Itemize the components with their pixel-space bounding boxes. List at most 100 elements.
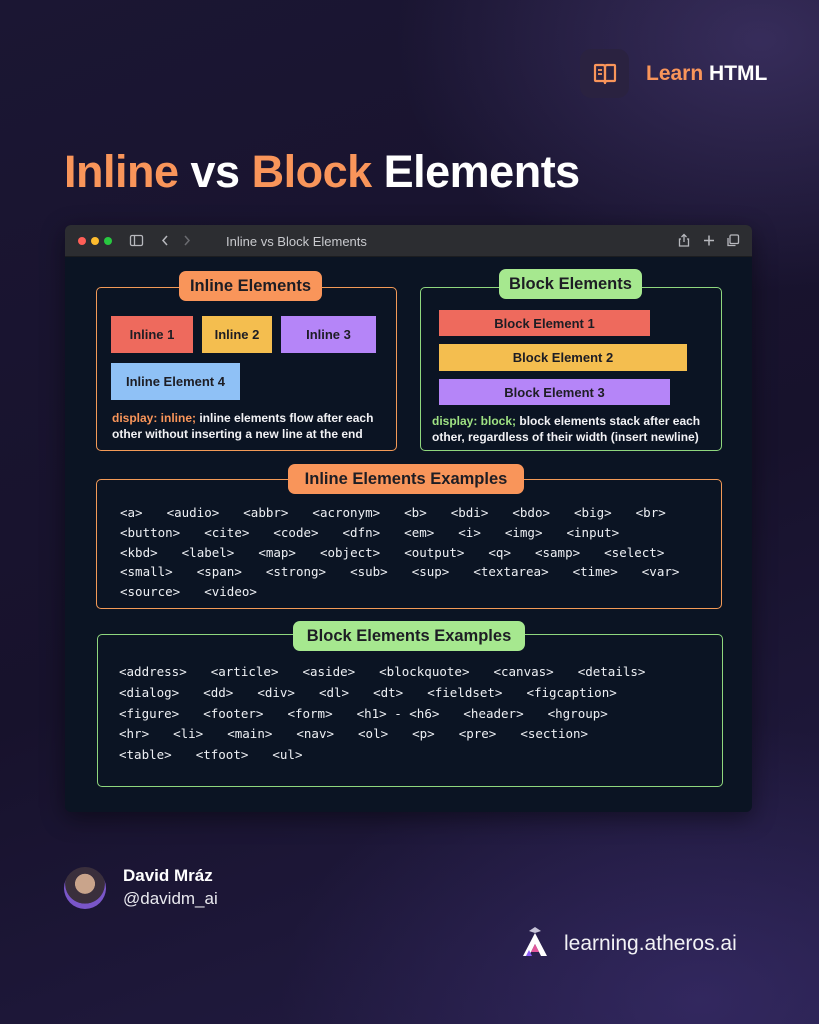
html-tag: <span> [196,564,242,580]
html-tag: <input> [566,524,620,540]
html-tag: <select> [604,544,665,560]
block-elements-heading: Block Elements [499,269,642,299]
html-tag: <p> [412,726,435,742]
inline-examples-list: <a> <audio> <abbr> <acronym> <b> <bdi> <bdo> <b… [120,503,720,602]
atheros-logo-icon [520,925,550,962]
html-tag: <dfn> [342,524,381,540]
brand: Learn HTML [580,49,767,98]
html-tag: <aside> [302,664,356,679]
html-tag: <source> [120,584,181,599]
inline-box-4: Inline Element 4 [111,363,240,400]
brand-text: Learn HTML [646,62,767,86]
brand-learn: Learn [646,61,704,85]
html-tag: <li> [173,726,204,742]
chevron-left-icon[interactable] [159,233,171,252]
tag-row: <figure><footer><form><h1> - <h6><header… [119,704,719,725]
tag-row: <dialog><dd><div><dl><dt><fieldset><figc… [119,683,719,704]
html-tag: <details> [577,664,646,679]
html-tag: <fieldset> [427,684,503,700]
html-tag: <acronym> [312,505,381,520]
brand-html: HTML [709,61,768,85]
html-tag: <dl> [318,684,350,700]
html-tag: <output> [404,544,465,560]
html-tag: <img> [504,524,543,540]
tag-row: <kbd><label><map><object><output><q><sam… [120,543,720,563]
block-keyword: display: block; [432,414,517,428]
html-tag: <samp> [534,544,581,560]
block-examples-heading: Block Elements Examples [293,621,525,651]
html-tag: <figcaption> [526,684,617,700]
inline-box-2: Inline 2 [202,316,272,353]
site-url[interactable]: learning.atheros.ai [564,931,737,955]
html-tag: <button> [120,524,181,540]
browser-titlebar: Inline vs Block Elements [65,225,752,257]
html-tag: <main> [227,726,273,742]
tag-row: <source> <video> [120,582,720,602]
html-tag: <pre> [458,726,497,742]
html-tag: <dd> [203,684,234,700]
tabs-overview-icon[interactable] [726,233,740,252]
tag-row: <address> <article> <aside> <blockquote> <ca… [119,662,719,683]
share-icon[interactable] [677,233,691,252]
html-tag: <video> [204,584,257,599]
open-book-icon [580,49,629,98]
tag-row: <small><span><strong><sub><sup><textarea… [120,562,720,582]
html-tag: <tfoot> [195,747,249,762]
html-tag: <article> [210,664,279,679]
html-tag: <ol> [358,726,389,742]
tag-row: <hr> <li> <main> <nav> <ol> <p> <pre> <section> [119,724,719,745]
avatar [64,867,106,909]
html-tag: <dt> [373,684,404,700]
html-tag: <time> [572,564,618,580]
html-tag: <blockquote> [379,664,470,679]
html-tag: <b> [404,505,427,520]
html-tag: <hr> [119,726,150,742]
chevron-right-icon[interactable] [181,233,193,252]
html-tag: <big> [574,505,612,520]
plus-icon[interactable] [702,233,716,252]
block-examples-list: <address> <article> <aside> <blockquote> <ca… [119,662,719,766]
html-tag: <section> [520,726,589,742]
html-tag: <em> [404,524,435,540]
html-tag: <table> [119,747,172,762]
html-tag: <h1> - <h6> [356,705,440,721]
inline-box-3: Inline 3 [281,316,376,353]
tag-row: <table><tfoot><ul> [119,745,719,766]
html-tag: <sup> [411,564,450,580]
author-name: David Mráz [123,866,213,885]
author-handle: @davidm_ai [123,889,218,908]
html-tag: <bdo> [512,505,551,520]
html-tag: <abbr> [243,505,289,520]
sidebar-icon[interactable] [129,233,144,252]
html-tag: <code> [273,524,319,540]
html-tag: <address> [119,664,187,679]
block-description-text: block elements stack after each other, r… [432,414,701,444]
html-tag: <audio> [166,505,220,520]
inline-elements-heading: Inline Elements [179,271,322,301]
close-window-button[interactable] [78,237,86,245]
title-vs: vs [178,146,252,197]
html-tag: <br> [635,505,666,520]
tag-row: <a> <audio> <abbr> <acronym> <b> <bdi> <bdo> <b… [120,503,720,523]
block-box-3: Block Element 3 [439,379,670,405]
inline-examples-heading: Inline Elements Examples [288,464,524,494]
html-tag: <cite> [204,524,250,540]
html-tag: <canvas> [493,664,554,679]
title-elements: Elements [371,146,581,197]
html-tag: <bdi> [450,505,489,520]
browser-window: Inline vs Block Elements Inline Elements… [65,225,752,812]
html-tag: <var> [641,564,680,580]
minimize-window-button[interactable] [91,237,99,245]
page-title: Inline vs Block Elements [64,146,580,198]
html-tag: <label> [181,544,235,560]
title-block: Block [251,146,373,197]
inline-description: display: inline; inline elements flow af… [112,410,387,442]
html-tag: <object> [319,544,381,560]
tag-row: <button><cite><code><dfn><em><i><img><in… [120,523,720,543]
site-link[interactable]: learning.atheros.ai [520,925,737,962]
html-tag: <dialog> [119,684,180,700]
maximize-window-button[interactable] [104,237,112,245]
html-tag: <a> [120,505,143,520]
html-tag: <nav> [296,726,335,742]
title-inline: Inline [64,146,179,197]
